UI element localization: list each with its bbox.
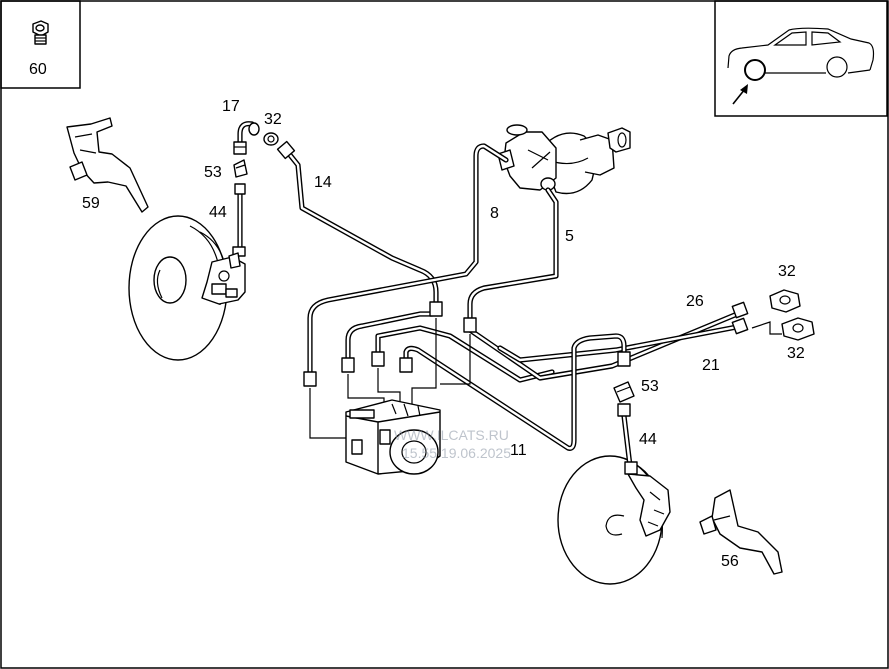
nut-32-left [263, 132, 279, 146]
right-clip-53 [613, 381, 635, 403]
callout-32-upper-right: 32 [778, 263, 796, 280]
right-dust-shield-56 [699, 489, 783, 575]
left-caliper [201, 256, 246, 305]
watermark: WWW.ILCATS.RU 15.55 19.06.2025 [394, 427, 511, 461]
callout-44-left: 44 [209, 204, 227, 221]
nut-32-lower-right [781, 317, 815, 341]
leader-lines [309, 318, 782, 439]
callout-32-lower-right: 32 [787, 345, 805, 362]
callout-56: 56 [721, 553, 739, 570]
callout-26: 26 [686, 293, 704, 310]
callout-11: 11 [510, 442, 527, 459]
callout-21: 21 [702, 357, 720, 374]
left-dust-shield-59 [66, 117, 149, 213]
callout-5: 5 [565, 228, 574, 245]
abs-hydraulic-unit [345, 399, 441, 475]
callout-44-right: 44 [639, 431, 657, 448]
callout-53-left: 53 [204, 164, 222, 181]
callout-14: 14 [314, 174, 332, 191]
right-brake-hose-44 [617, 403, 638, 475]
callout-8: 8 [490, 205, 499, 222]
elbow-fitting-17 [233, 121, 260, 155]
legend-part-number: 60 [29, 61, 47, 78]
watermark-date: 15.55 19.06.2025 [402, 445, 511, 461]
bolt-icon [32, 20, 49, 45]
master-cylinder [497, 124, 557, 191]
left-clip-53 [233, 159, 248, 178]
callout-32-top: 32 [264, 111, 282, 128]
car-side-icon [727, 27, 875, 78]
callout-53-right: 53 [641, 378, 659, 395]
legend-box: 60 [0, 0, 81, 89]
brake-pipes [283, 143, 745, 451]
locator-box [714, 0, 888, 117]
wheel-circle [744, 59, 766, 81]
pipe-fittings [276, 140, 749, 387]
watermark-site: WWW.ILCATS.RU [394, 427, 509, 443]
callout-59: 59 [82, 195, 100, 212]
left-brake-hose-44 [228, 183, 246, 269]
right-caliper [627, 473, 671, 537]
pointer-arrow [732, 84, 748, 105]
nut-32-upper-right [769, 289, 801, 313]
callout-17: 17 [222, 98, 240, 115]
